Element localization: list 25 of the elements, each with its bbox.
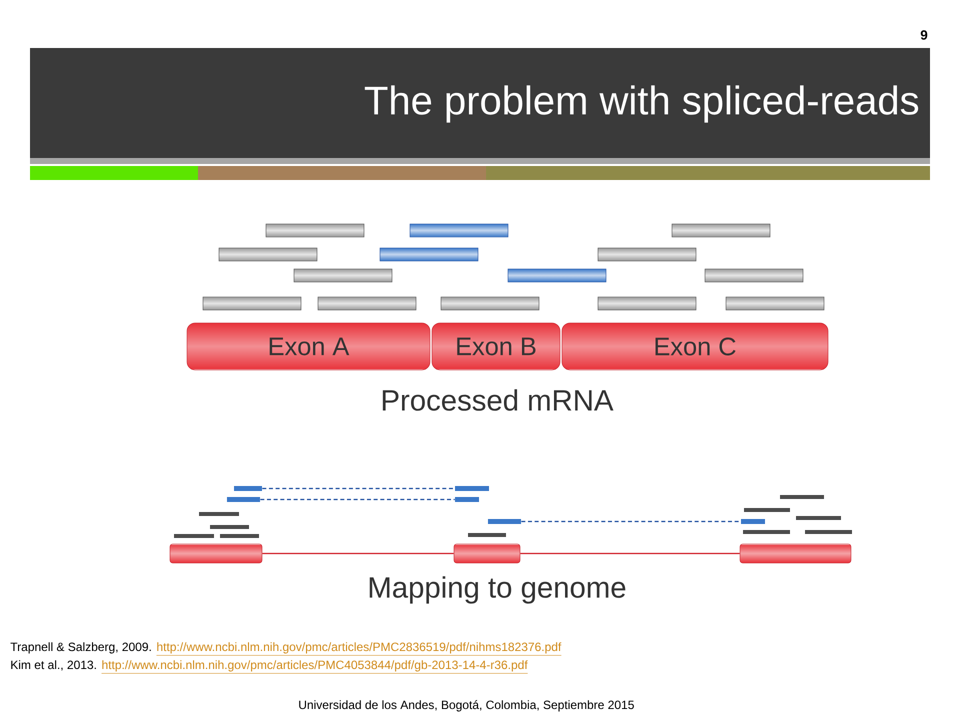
read-segment	[741, 518, 765, 524]
slide-title: The problem with spliced-reads	[364, 85, 918, 123]
splice-link	[260, 498, 455, 500]
caption: Processed mRNA	[382, 389, 614, 411]
caption: Mapping to genome	[370, 576, 626, 604]
exon-box: Exon B	[432, 322, 560, 370]
read-segment	[455, 496, 479, 502]
exon-box	[454, 544, 520, 564]
read-segment	[226, 496, 260, 502]
splice-link	[262, 488, 455, 490]
intron-line	[520, 552, 740, 554]
read-segment	[234, 486, 262, 492]
splice-link	[521, 520, 741, 522]
citation: Kim et al., 2013.	[11, 660, 96, 671]
intron-line	[262, 552, 454, 554]
exon-box: Exon A	[186, 322, 430, 370]
link: http://www.ncbi.nlm.nih.gov/pmc/articles/PMC2836519/pdf/nihms182376.pdf	[156, 642, 562, 656]
exon-box	[170, 544, 262, 564]
exon-box	[740, 544, 852, 564]
read-segment	[488, 518, 522, 524]
page-number: 9	[920, 30, 928, 40]
footer-text: Universidad de los Andes, Bogotá, Colombia, Septiembre 2015	[299, 700, 634, 712]
read-segment	[455, 486, 489, 492]
citation: Trapnell & Salzberg, 2009.	[10, 642, 151, 654]
link: http://www.ncbi.nlm.nih.gov/pmc/articles/PMC4053844/pdf/gb-2013-14-4-r36.pdf	[101, 660, 528, 674]
